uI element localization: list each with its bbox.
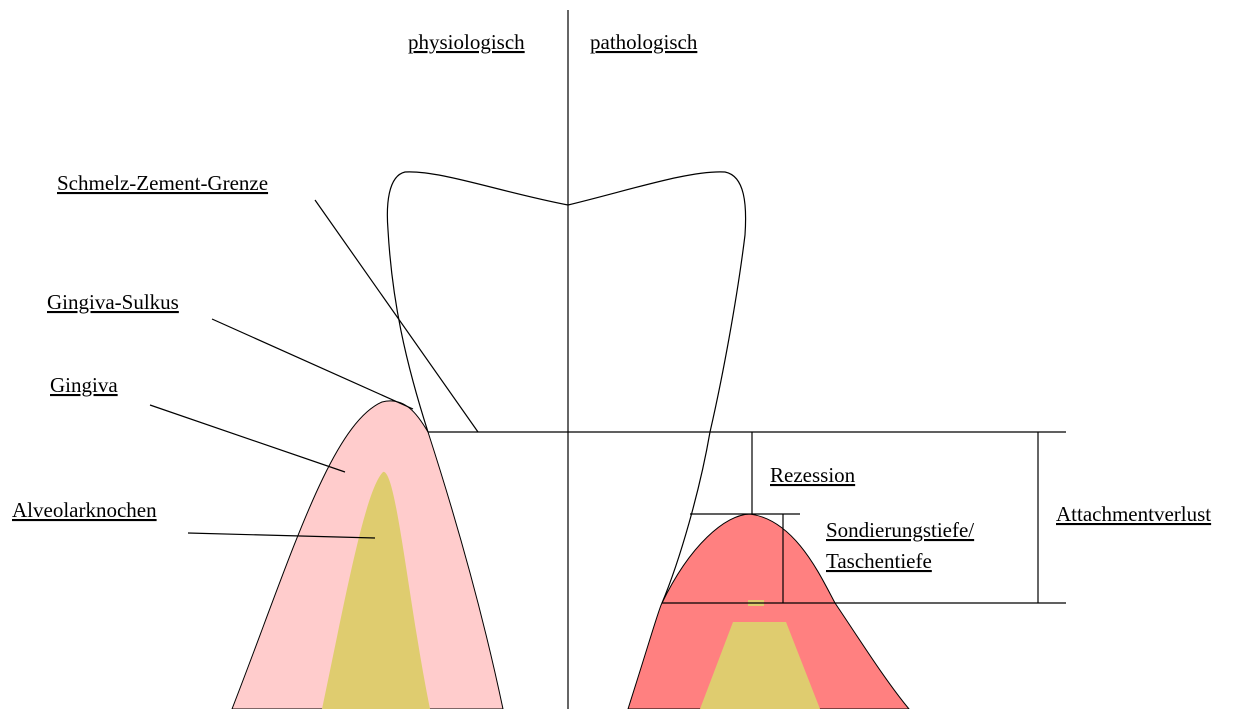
label-gingiva: Gingiva: [50, 373, 118, 397]
leader-gingiva: [150, 405, 345, 472]
label-recession: Rezession: [770, 463, 856, 487]
label-probing-depth-2: Taschentiefe: [826, 549, 932, 573]
label-alveolar-bone: Alveolarknochen: [12, 498, 157, 522]
label-probing-depth-1: Sondierungstiefe/: [826, 518, 974, 542]
label-attachment-loss: Attachmentverlust: [1056, 502, 1211, 526]
header-pathological: pathologisch: [590, 30, 698, 54]
leader-sulcus: [212, 319, 413, 409]
leader-cej: [315, 200, 478, 432]
label-cej: Schmelz-Zement-Grenze: [57, 171, 268, 195]
label-sulcus: Gingiva-Sulkus: [47, 290, 179, 314]
header-physiological: physiologisch: [408, 30, 525, 54]
